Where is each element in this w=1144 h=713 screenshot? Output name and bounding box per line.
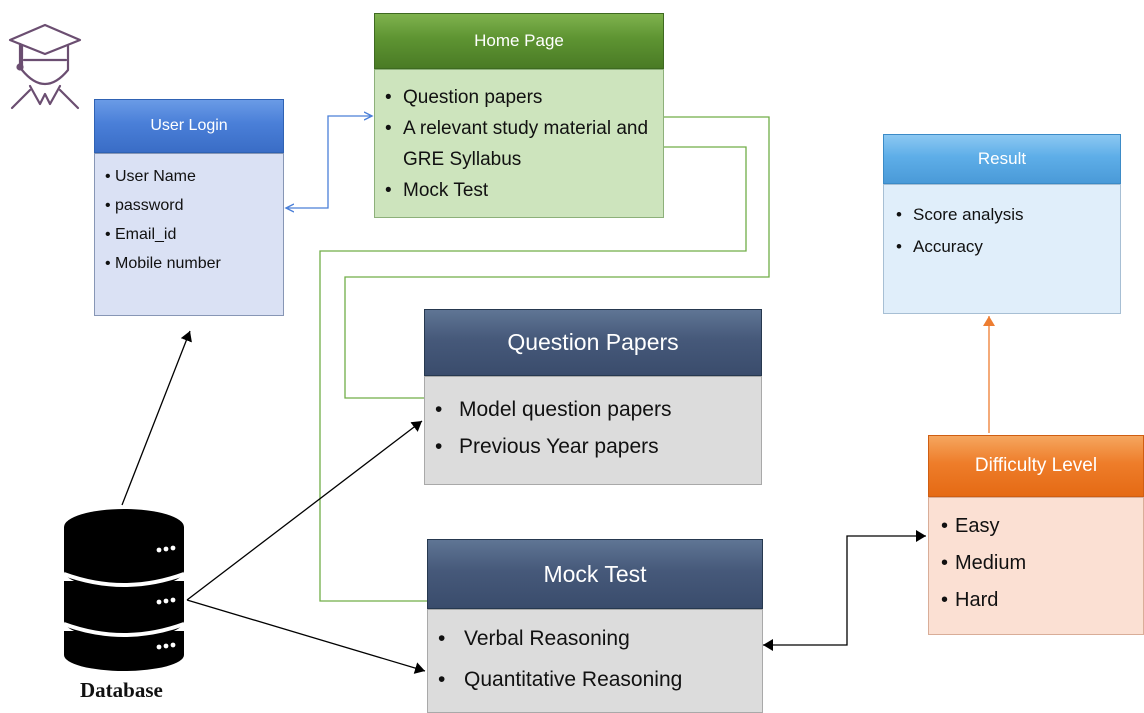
result-node: Result Score analysis Accuracy bbox=[883, 134, 1121, 314]
question-papers-title: Question Papers bbox=[424, 309, 762, 376]
home-page-item: Question papers bbox=[385, 82, 655, 113]
edge-home-mock-test bbox=[319, 146, 747, 602]
result-item: Score analysis bbox=[896, 199, 1112, 231]
user-login-item: Mobile number bbox=[105, 249, 277, 278]
mock-test-item: Verbal Reasoning bbox=[438, 618, 754, 659]
question-papers-item: Model question papers bbox=[435, 391, 753, 428]
mock-test-body: Verbal Reasoning Quantitative Reasoning bbox=[427, 609, 763, 713]
mock-test-item: Quantitative Reasoning bbox=[438, 659, 754, 700]
difficulty-level-item: Hard bbox=[941, 582, 1135, 619]
difficulty-level-item: Medium bbox=[941, 545, 1135, 582]
user-login-item: Email_id bbox=[105, 220, 277, 249]
edge-login-home bbox=[286, 116, 372, 208]
result-body: Score analysis Accuracy bbox=[883, 184, 1121, 314]
edge-mock-difficulty bbox=[763, 530, 926, 651]
edge-database-question-papers bbox=[186, 420, 423, 601]
edge-database-login bbox=[121, 330, 192, 506]
home-page-item: Mock Test bbox=[385, 175, 655, 206]
user-login-body: User Name password Email_id Mobile numbe… bbox=[94, 153, 284, 316]
graduate-icon bbox=[8, 23, 82, 110]
database-label: Database bbox=[80, 678, 163, 702]
home-page-node: Home Page Question papers A relevant stu… bbox=[374, 13, 664, 218]
home-page-item: A relevant study material and GRE Syllab… bbox=[385, 113, 655, 175]
difficulty-level-title: Difficulty Level bbox=[928, 435, 1144, 497]
question-papers-body: Model question papers Previous Year pape… bbox=[424, 376, 762, 485]
user-login-title: User Login bbox=[94, 99, 284, 153]
edge-home-question-papers bbox=[344, 116, 770, 399]
difficulty-level-item: Easy bbox=[941, 508, 1135, 545]
result-item: Accuracy bbox=[896, 231, 1112, 263]
edge-database-mock-test bbox=[186, 599, 426, 674]
mock-test-title: Mock Test bbox=[427, 539, 763, 609]
difficulty-level-body: Easy Medium Hard bbox=[928, 497, 1144, 635]
database-icon bbox=[63, 509, 185, 671]
question-papers-node: Question Papers Model question papers Pr… bbox=[424, 309, 762, 485]
difficulty-level-node: Difficulty Level Easy Medium Hard bbox=[928, 435, 1144, 635]
home-page-title: Home Page bbox=[374, 13, 664, 69]
user-login-item: password bbox=[105, 191, 277, 220]
mock-test-node: Mock Test Verbal Reasoning Quantitative … bbox=[427, 539, 763, 713]
question-papers-item: Previous Year papers bbox=[435, 428, 753, 465]
result-title: Result bbox=[883, 134, 1121, 184]
user-login-item: User Name bbox=[105, 162, 277, 191]
home-page-body: Question papers A relevant study materia… bbox=[374, 69, 664, 218]
user-login-node: User Login User Name password Email_id M… bbox=[94, 99, 284, 316]
